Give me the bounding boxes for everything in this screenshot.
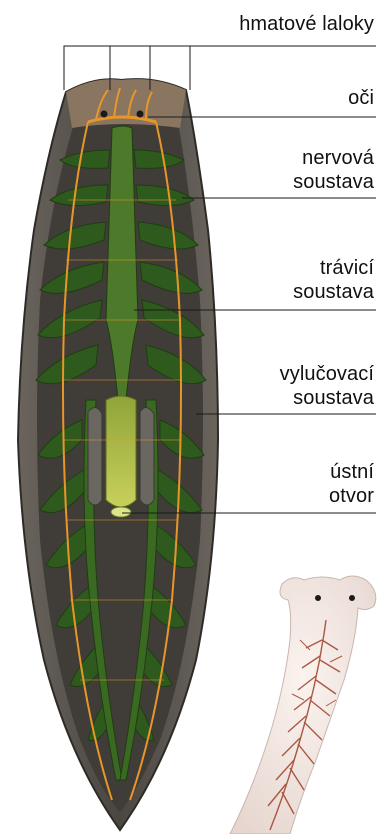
label-eyes: oči: [348, 86, 374, 110]
label-mouth-line2: otvor: [329, 484, 374, 508]
label-nervous-system: nervová soustava: [293, 146, 374, 194]
label-nervous-line2: soustava: [293, 170, 374, 194]
pharynx: [88, 396, 154, 517]
label-digestive-line1: trávicí: [293, 256, 374, 280]
label-tactile-lobes-text: hmatové laloky: [239, 13, 374, 35]
label-digestive-system: trávicí soustava: [293, 256, 374, 304]
label-excretory-line1: vylučovací: [280, 362, 374, 386]
label-tactile-lobes: hmatové laloky: [239, 12, 374, 36]
label-mouth: ústní otvor: [329, 460, 374, 508]
inset-planarian: [230, 576, 376, 834]
label-mouth-line1: ústní: [329, 460, 374, 484]
label-nervous-line1: nervová: [293, 146, 374, 170]
label-digestive-line2: soustava: [293, 280, 374, 304]
label-eyes-text: oči: [348, 87, 374, 109]
label-excretory-line2: soustava: [280, 386, 374, 410]
label-excretory-system: vylučovací soustava: [280, 362, 374, 410]
